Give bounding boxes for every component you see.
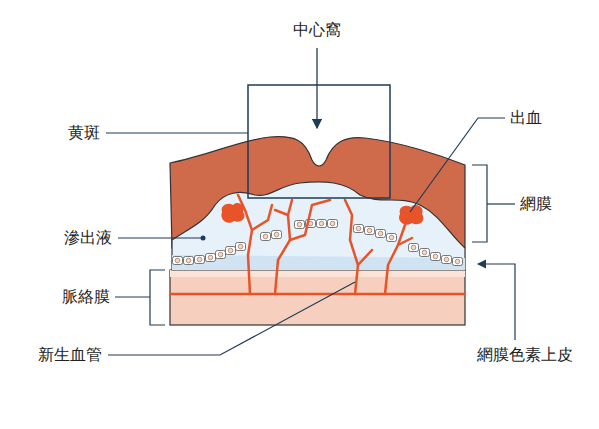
hemorrhage-label: 出血 bbox=[510, 110, 542, 126]
hemorrhage-spot bbox=[221, 203, 244, 223]
choroid-label: 脈絡膜 bbox=[62, 289, 110, 305]
exudate-cavity bbox=[172, 182, 465, 270]
rpe-label: 網膜色素上皮 bbox=[477, 347, 573, 363]
rpe-cells bbox=[173, 220, 463, 266]
macula-label: 黄斑 bbox=[68, 125, 100, 141]
new-vessels bbox=[238, 195, 412, 294]
hemorrhage-spot bbox=[399, 205, 423, 225]
leader-dot bbox=[201, 236, 206, 241]
fovea-label: 中心窩 bbox=[293, 22, 341, 38]
choroid-vessel bbox=[170, 293, 465, 296]
neovessel-label: 新生血管 bbox=[38, 347, 102, 363]
leader-lines bbox=[106, 118, 515, 355]
fovea-frame bbox=[248, 85, 390, 198]
leader-arrow bbox=[316, 48, 317, 128]
choroid-layer bbox=[170, 270, 465, 325]
bruch-band bbox=[170, 270, 465, 277]
exudate-label: 滲出液 bbox=[64, 230, 112, 246]
retina-label: 網膜 bbox=[520, 196, 552, 212]
